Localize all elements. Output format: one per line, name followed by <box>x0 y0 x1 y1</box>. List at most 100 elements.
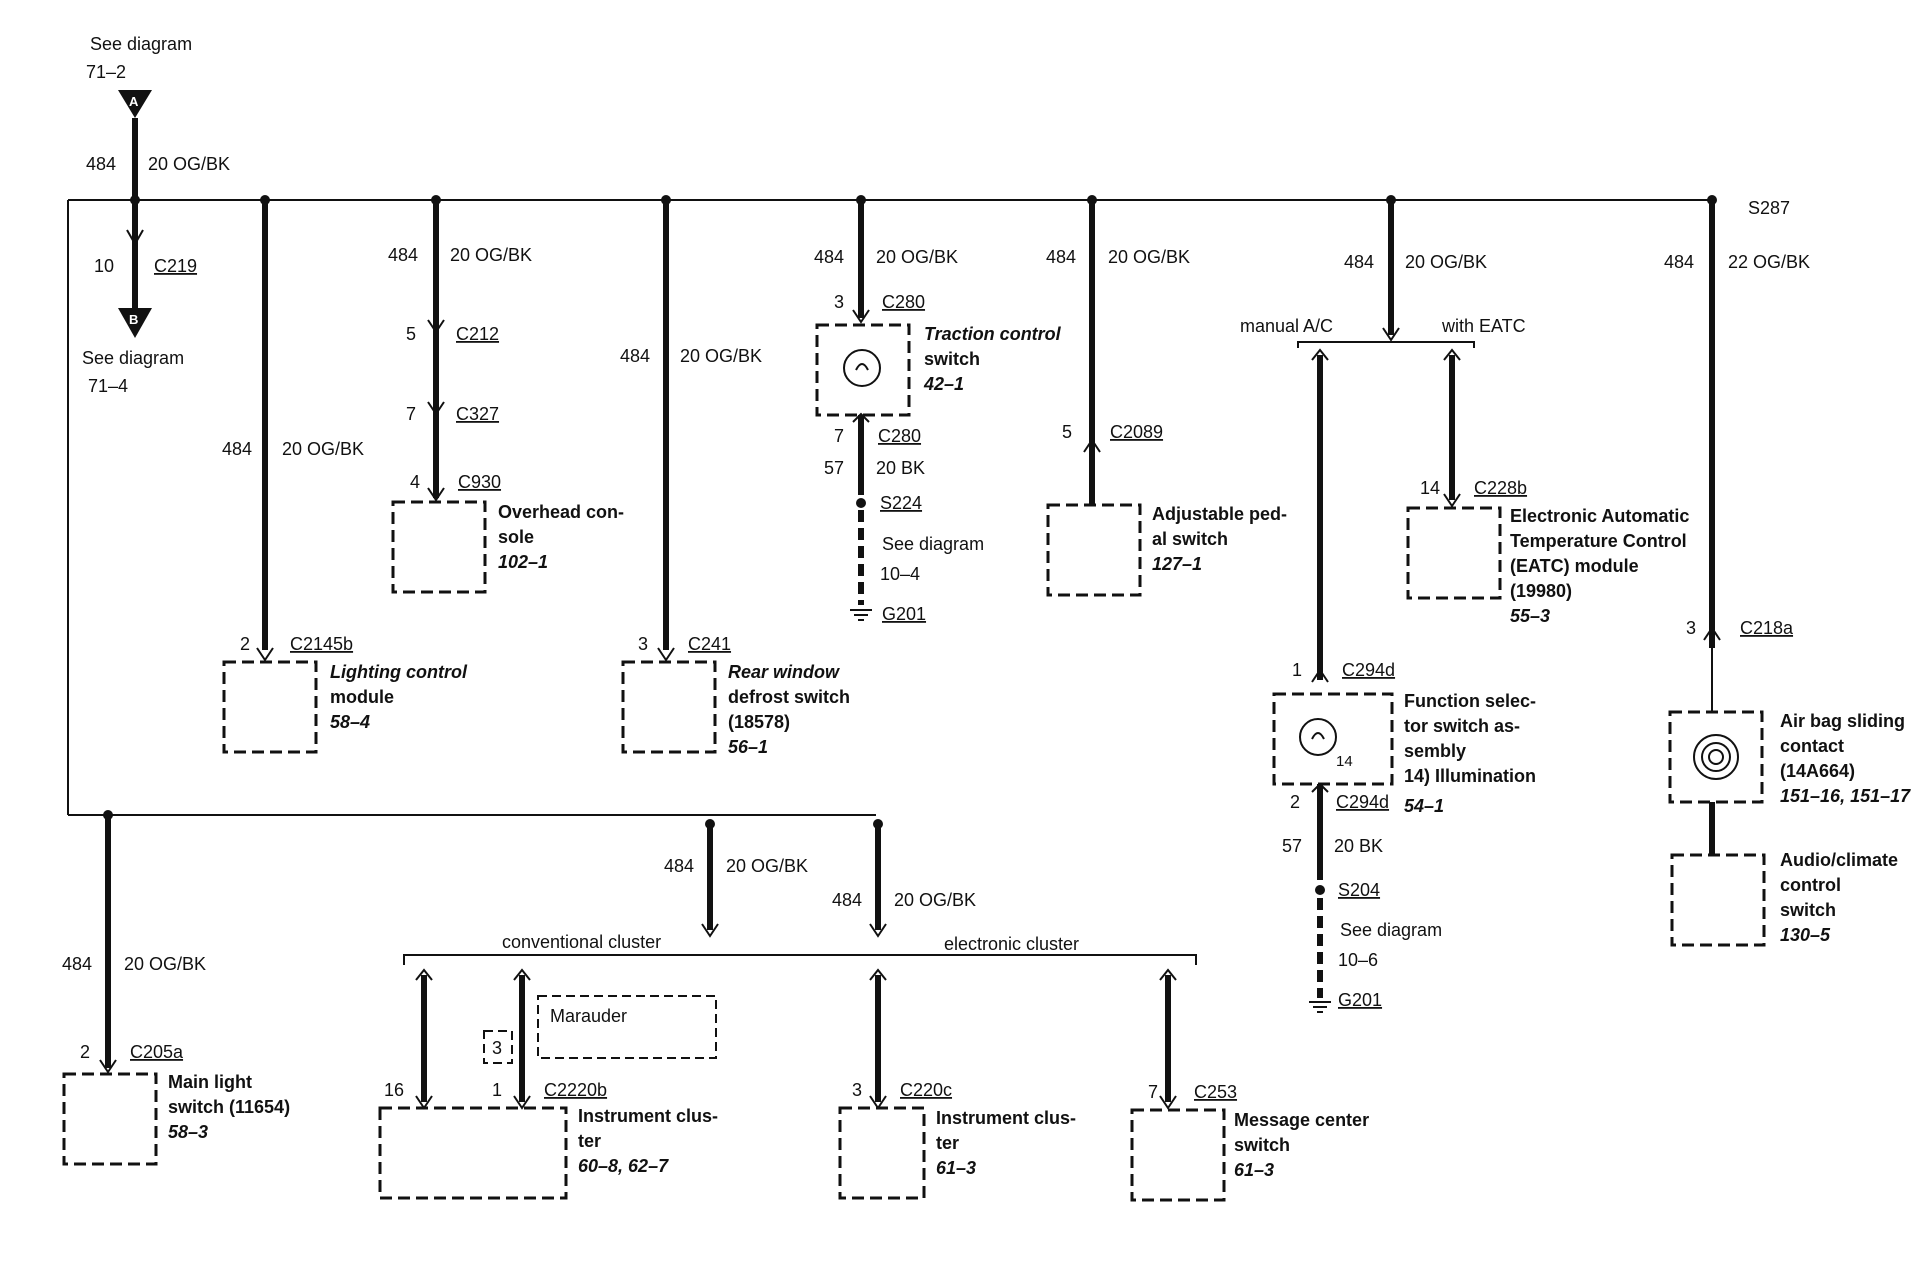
marauder-note-box <box>537 995 717 1059</box>
svg-text:10–4: 10–4 <box>880 564 920 584</box>
branch-traction-control: 484 20 OG/BK 3 C280 Traction control swi… <box>814 195 1062 624</box>
connector-c930-icon <box>427 487 445 502</box>
branch-main-light: 484 20 OG/BK 2 C205a Main light switch (… <box>62 810 290 1166</box>
option-split-icon <box>1382 327 1400 342</box>
connector-c294d-out-icon <box>1311 782 1329 793</box>
connector-c327-icon <box>427 401 445 416</box>
svg-text:61–3: 61–3 <box>1234 1160 1274 1180</box>
bottom-ref-title: See diagram <box>82 348 184 368</box>
svg-text:3: 3 <box>1686 618 1696 638</box>
svg-text:(18578): (18578) <box>728 712 790 732</box>
message-center-box <box>1130 1108 1226 1202</box>
cluster-option-bar <box>403 954 1197 965</box>
svg-text:484: 484 <box>664 856 694 876</box>
svg-text:60–8, 62–7: 60–8, 62–7 <box>578 1156 669 1176</box>
svg-text:20 OG/BK: 20 OG/BK <box>1108 247 1190 267</box>
svg-text:2: 2 <box>80 1042 90 1062</box>
svg-text:(19980): (19980) <box>1510 581 1572 601</box>
marker-b: B <box>129 312 138 327</box>
function-selector-box <box>1272 692 1394 786</box>
svg-text:switch (11654): switch (11654) <box>168 1097 290 1117</box>
svg-text:55–3: 55–3 <box>1510 606 1550 626</box>
svg-text:Main light: Main light <box>168 1072 252 1092</box>
svg-text:C241: C241 <box>688 634 731 654</box>
connector-c219-icon <box>126 229 144 247</box>
eatc-module: 14 C228b Electronic Automatic Temperatur… <box>1406 478 1689 626</box>
overhead-console-box <box>391 500 487 594</box>
svg-text:switch: switch <box>1234 1135 1290 1155</box>
option-manual-ac: manual A/C <box>1240 316 1333 336</box>
svg-text:20 OG/BK: 20 OG/BK <box>680 346 762 366</box>
branch-adjustable-pedal: 484 20 OG/BK 5 C2089 Adjustable ped- al … <box>1046 195 1287 597</box>
c219-label: C219 <box>154 256 197 276</box>
svg-text:127–1: 127–1 <box>1152 554 1202 574</box>
traction-control-switch-box <box>815 323 911 417</box>
connector-c241-icon <box>657 647 675 662</box>
svg-text:1: 1 <box>1292 660 1302 680</box>
marker-a: A <box>129 94 139 109</box>
svg-text:3: 3 <box>834 292 844 312</box>
svg-text:22 OG/BK: 22 OG/BK <box>1728 252 1810 272</box>
feed-circuit: 484 <box>86 154 116 174</box>
svg-text:58–3: 58–3 <box>168 1122 208 1142</box>
function-selector-switch: 1 C294d 14 Function selec- tor switch as… <box>1272 660 1536 1013</box>
svg-text:484: 484 <box>1344 252 1374 272</box>
svg-text:C294d: C294d <box>1336 792 1389 812</box>
message-center-switch: 7 C253 Message center switch 61–3 <box>1130 968 1369 1202</box>
svg-text:14: 14 <box>1420 478 1440 498</box>
svg-text:16: 16 <box>384 1080 404 1100</box>
splice-s287-label: S287 <box>1748 198 1790 218</box>
svg-text:switch: switch <box>1780 900 1836 920</box>
audio-climate-switch-box <box>1670 853 1766 947</box>
option-electronic: electronic cluster <box>944 934 1079 954</box>
svg-text:Instrument clus-: Instrument clus- <box>578 1106 718 1126</box>
svg-text:484: 484 <box>1664 252 1694 272</box>
illumination-lamp-icon <box>1299 718 1337 756</box>
svg-text:Rear window: Rear window <box>728 662 840 682</box>
svg-text:4: 4 <box>410 472 420 492</box>
svg-text:7: 7 <box>406 404 416 424</box>
svg-text:484: 484 <box>832 890 862 910</box>
option-conventional: conventional cluster <box>502 932 661 952</box>
svg-text:20 BK: 20 BK <box>1334 836 1383 856</box>
bottom-ref-page: 71–4 <box>88 376 128 396</box>
lighting-name-1: Lighting control <box>330 662 468 682</box>
svg-text:C280: C280 <box>882 292 925 312</box>
svg-text:484: 484 <box>620 346 650 366</box>
connector-c2145b-icon <box>256 647 274 662</box>
svg-text:module: module <box>330 687 394 707</box>
svg-text:57: 57 <box>824 458 844 478</box>
svg-text:20 OG/BK: 20 OG/BK <box>1405 252 1487 272</box>
top-reference: See diagram 71–2 A 484 20 OG/BK 10 C219 … <box>82 34 230 396</box>
svg-text:484: 484 <box>62 954 92 974</box>
instrument-cluster-conventional: 16 1 C2220b Instrument clus- ter 60–8, 6… <box>378 968 718 1200</box>
svg-text:1: 1 <box>492 1080 502 1100</box>
lighting-control-module-box <box>222 660 318 754</box>
top-ref-page: 71–2 <box>86 62 126 82</box>
clockspring-icon <box>1693 734 1739 780</box>
svg-text:G201: G201 <box>882 604 926 624</box>
electronic-cluster-box <box>838 1106 926 1200</box>
svg-text:S204: S204 <box>1338 880 1380 900</box>
svg-text:Adjustable ped-: Adjustable ped- <box>1152 504 1287 524</box>
svg-text:defrost switch: defrost switch <box>728 687 850 707</box>
svg-text:C228b: C228b <box>1474 478 1527 498</box>
svg-text:20 OG/BK: 20 OG/BK <box>894 890 976 910</box>
svg-text:130–5: 130–5 <box>1780 925 1831 945</box>
splice-s224-dot <box>856 498 866 508</box>
svg-text:20 OG/BK: 20 OG/BK <box>726 856 808 876</box>
svg-text:14) Illumination: 14) Illumination <box>1404 766 1536 786</box>
svg-text:5: 5 <box>406 324 416 344</box>
svg-text:58–4: 58–4 <box>330 712 370 732</box>
svg-text:10–6: 10–6 <box>1338 950 1378 970</box>
connector-c2089-icon <box>1083 438 1101 453</box>
svg-text:G201: G201 <box>1338 990 1382 1010</box>
svg-text:102–1: 102–1 <box>498 552 548 572</box>
svg-text:3: 3 <box>638 634 648 654</box>
svg-text:Air bag sliding: Air bag sliding <box>1780 711 1905 731</box>
svg-text:Marauder: Marauder <box>550 1006 627 1026</box>
splice-s204-dot <box>1315 885 1325 895</box>
svg-text:20 OG/BK: 20 OG/BK <box>876 247 958 267</box>
svg-text:C253: C253 <box>1194 1082 1237 1102</box>
svg-text:57: 57 <box>1282 836 1302 856</box>
